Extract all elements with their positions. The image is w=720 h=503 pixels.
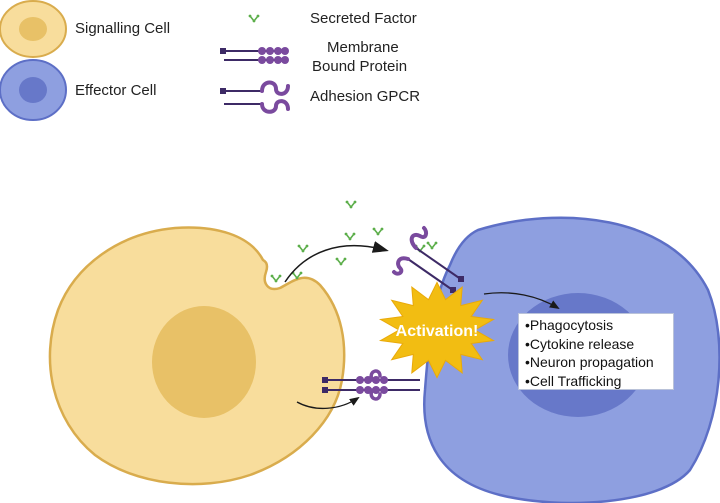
secreted-factor-icon [247, 13, 261, 24]
secreted-factor-icon [269, 273, 283, 284]
secreted-factor-icon [425, 240, 439, 251]
contact-arrow [296, 396, 360, 410]
effect-item: •Cytokine release [525, 335, 635, 352]
membrane-bound-protein-receptor [322, 369, 420, 401]
activation-label: Activation! [396, 323, 479, 340]
signal-arrow [483, 292, 560, 310]
effect-item: •Phagocytosis [525, 317, 614, 333]
secreted-factor-label: Secreted Factor [310, 10, 417, 27]
signalling-cell-label: Signalling Cell [75, 20, 170, 37]
secreted-factor-icon [344, 199, 358, 210]
adhesion-gpcr-icon [220, 80, 290, 114]
secretion-arrow [284, 241, 389, 283]
adhesion-gpcr-label: Adhesion GPCR [310, 88, 420, 105]
effect-item: •Neuron propagation [525, 354, 654, 370]
membrane-bound-protein-label-line2: Bound Protein [312, 58, 407, 75]
signalling-cell [48, 226, 346, 486]
secreted-factor-icon [371, 226, 385, 237]
membrane-bound-protein-label-line1: Membrane [327, 39, 399, 56]
secreted-factor-icon [296, 243, 310, 254]
effector-cell-label: Effector Cell [75, 82, 156, 99]
secreted-factor-icon [343, 231, 357, 242]
effects-list: •Phagocytosis •Cytokine release •Neuron … [518, 313, 674, 390]
effector-cell-legend-icon [0, 59, 67, 121]
adhesion-gpcr-receptor [392, 226, 464, 293]
signalling-cell-nucleus [152, 306, 256, 418]
effect-item: •Cell Trafficking [525, 372, 622, 389]
legend: Signalling Cell Effector Cell Secreted F… [0, 0, 420, 121]
secreted-factor-icon [334, 256, 348, 267]
membrane-bound-protein-icon [220, 47, 289, 64]
activation-burst-icon: Activation! [378, 281, 496, 379]
signalling-cell-legend-icon [0, 0, 67, 58]
